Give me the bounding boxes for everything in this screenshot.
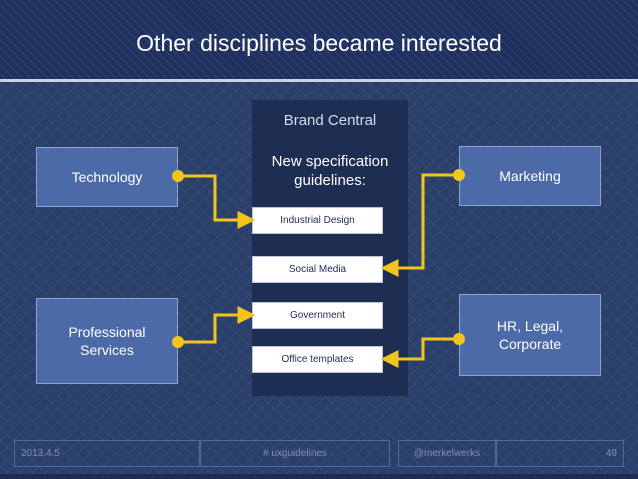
connector-professional-government: [178, 306, 256, 344]
footer-page-number: 49: [496, 440, 624, 467]
footer-date-text: 2013.4.5: [21, 448, 60, 459]
connector-technology-industrial-design: [178, 174, 256, 229]
connector-dot-technology: [172, 170, 184, 182]
item-social-media: Social Media: [252, 256, 383, 283]
dept-professional-services: Professional Services: [36, 298, 178, 384]
item-office-templates: Office templates: [252, 346, 383, 373]
bottom-bar: [0, 474, 638, 479]
connector-marketing-social-media: [380, 173, 459, 277]
connector-dot-marketing: [453, 169, 465, 181]
slide-title: Other disciplines became interested: [136, 30, 502, 56]
dept-marketing-label: Marketing: [499, 168, 561, 184]
connector-dot-professional: [172, 336, 184, 348]
dept-hr-legal-corporate: HR, Legal, Corporate: [459, 294, 601, 376]
footer-date: 2013.4.5: [14, 440, 200, 467]
dept-professional-line-2: Services: [80, 342, 134, 358]
dept-hr-line-1: HR, Legal,: [496, 318, 564, 334]
dept-hr-line-2: Corporate: [498, 336, 562, 352]
subtitle-line-2: guidelines:: [294, 172, 366, 189]
dept-marketing: Marketing: [459, 146, 601, 206]
item-industrial-design: Industrial Design: [252, 207, 383, 234]
footer-handle: @merkelwerks: [398, 440, 496, 467]
footer-hashtag-text: # uxguidelines: [263, 448, 327, 459]
footer-hashtag: # uxguidelines: [200, 440, 390, 467]
dept-professional-line-1: Professional: [68, 324, 146, 340]
footer-handle-text: @merkelwerks: [413, 448, 481, 459]
item-government: Government: [252, 302, 383, 329]
connector-hr-office-templates: [380, 337, 459, 368]
title-divider: [0, 79, 638, 82]
subtitle-line-1: New specification: [271, 153, 389, 170]
title-band: [0, 0, 638, 82]
brand-central-subtitle: New specification guidelines:: [252, 152, 408, 190]
footer-page-text: 49: [605, 448, 617, 459]
dept-technology-label: Technology: [71, 169, 143, 185]
brand-central-title: Brand Central: [283, 112, 377, 129]
connector-dot-hr: [453, 333, 465, 345]
dept-technology: Technology: [36, 147, 178, 207]
